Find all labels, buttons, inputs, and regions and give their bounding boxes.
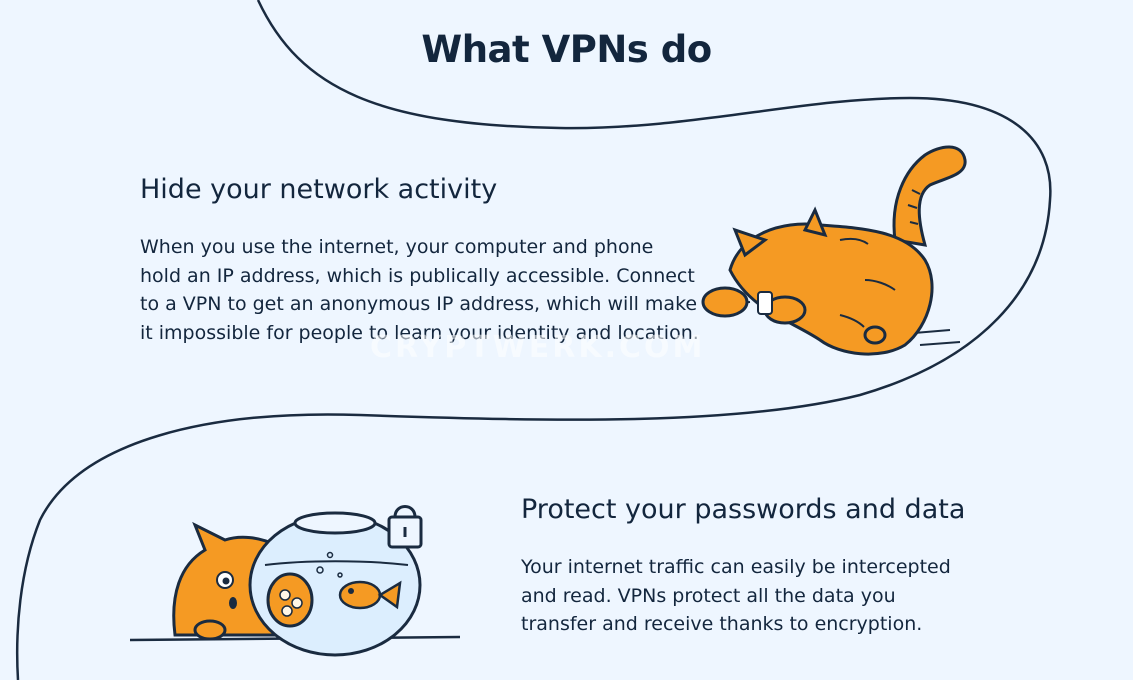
page-title: What VPNs do bbox=[421, 28, 712, 71]
hide-activity-heading: Hide your network activity bbox=[140, 174, 498, 205]
cat-crouching-icon bbox=[701, 145, 967, 356]
protect-data-heading: Protect your passwords and data bbox=[521, 494, 966, 525]
watermark-text: CRYPTWERK.COM bbox=[370, 330, 706, 365]
hide-activity-text: When you use the internet, your computer… bbox=[140, 236, 699, 344]
cat-goldfish-bowl-lock-icon bbox=[129, 505, 461, 657]
protect-data-text: Your internet traffic can easily be inte… bbox=[521, 556, 951, 635]
